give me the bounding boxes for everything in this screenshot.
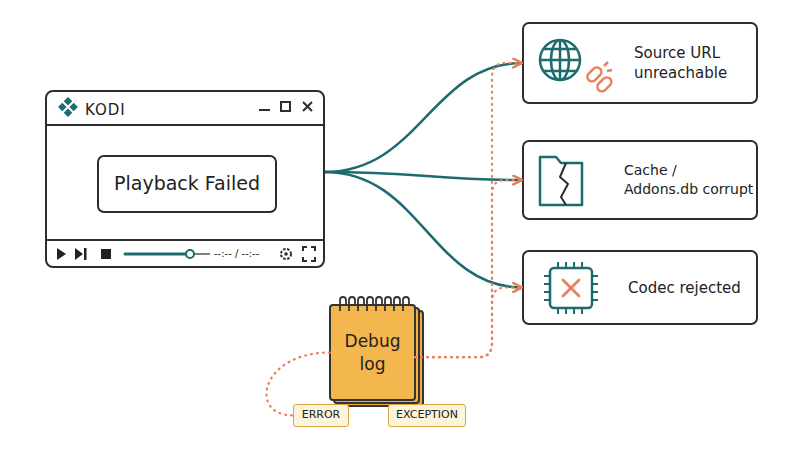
node-text: Source URL unreachable [634,43,754,84]
cause-box: Cache / Addons.db corrupt [522,140,758,220]
status-box: Playback Failed [97,155,277,213]
cause-connector [325,172,522,288]
notepad-node: Debug log [330,305,415,400]
node-text: Codec rejected [628,278,754,298]
spiral-ring [367,297,373,311]
log-tag: ERROR [293,404,349,427]
node-text: Playback Failed [114,171,260,197]
cause-connector [325,172,522,180]
cause-connector [325,63,522,172]
spiral-ring [349,297,355,311]
spiral-ring [358,297,364,311]
app-window: KODI Playback Failed [45,90,325,268]
spiral-ring [385,297,391,311]
spiral-ring [394,297,400,311]
node-text: EXCEPTION [396,408,458,423]
log-connector [415,288,522,358]
spiral-ring [340,297,346,311]
log-connector [415,180,522,357]
node-text: Cache / Addons.db corrupt [624,161,755,199]
node-text: Debug log [337,330,409,376]
spiral-ring [403,297,409,311]
log-connector [415,63,522,357]
log-tag: EXCEPTION [388,404,466,427]
spiral-ring [376,297,382,311]
notepad-rings [340,297,409,311]
node-text: KODI [85,100,126,120]
notepad-cover [330,305,415,400]
cause-box: Codec rejected [522,250,758,325]
node-text: ERROR [302,408,341,423]
notepad [330,305,423,406]
cause-box: Source URL unreachable [522,22,758,104]
time-label: --:-- / --:-- [214,248,259,259]
